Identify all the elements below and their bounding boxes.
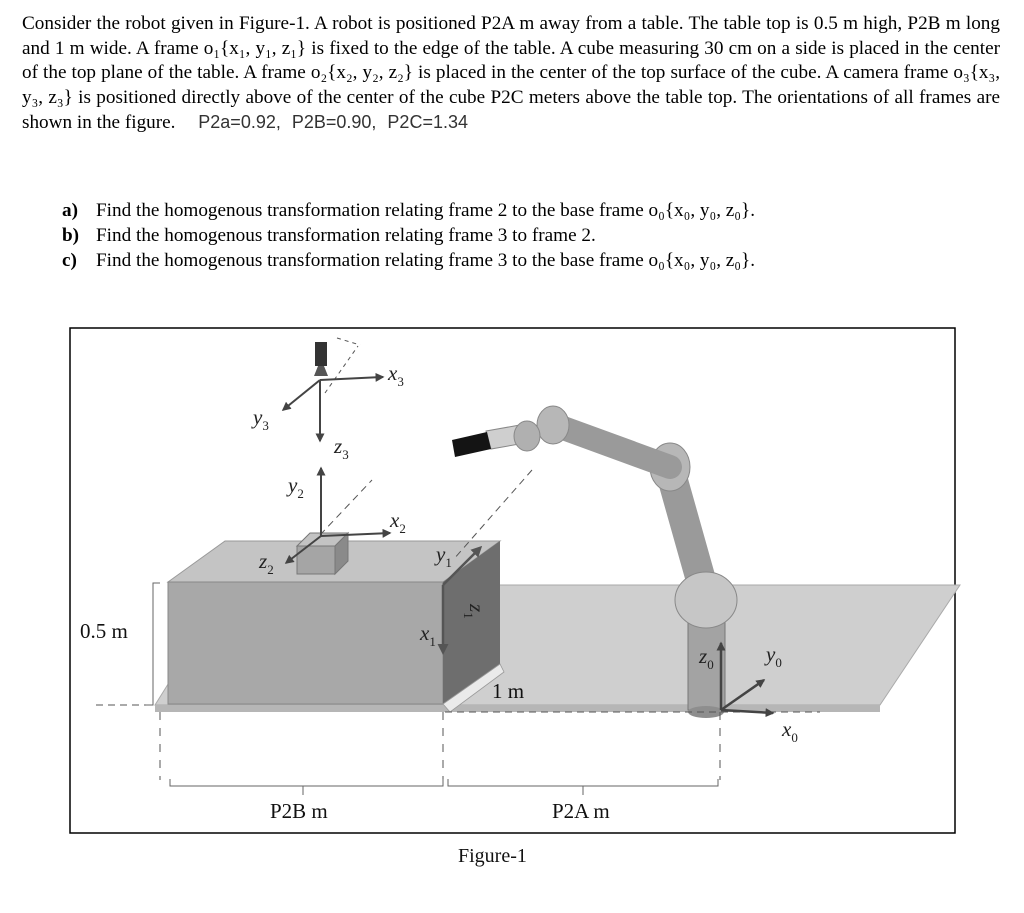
camera-icon xyxy=(314,342,328,376)
parameter-values: P2a=0.92, P2B=0.90, P2C=1.34 xyxy=(198,112,468,133)
frame-0-axes xyxy=(716,641,775,718)
question-text: Find the homogenous transformation relat… xyxy=(96,200,756,221)
problem-paragraph: Consider the robot given in Figure-1. A … xyxy=(22,13,1000,134)
label-x3: x3 xyxy=(387,361,404,389)
label-z2: z2 xyxy=(258,549,274,577)
question-b: b) Find the homogenous transformation rel… xyxy=(62,223,962,248)
question-label: b) xyxy=(62,225,80,246)
height-label: 0.5 m xyxy=(80,619,128,643)
label-x1: x1 xyxy=(419,621,436,649)
label-z3: z3 xyxy=(333,434,349,462)
question-label: a) xyxy=(62,200,78,221)
label-y1: y1 xyxy=(434,542,452,570)
question-c: c) Find the homogenous transformation rel… xyxy=(62,248,962,273)
label-y2: y2 xyxy=(286,473,304,501)
frame-2-axes xyxy=(284,466,392,564)
length-a-label: P2A m xyxy=(552,799,610,823)
frame-3-axes xyxy=(281,372,385,443)
question-a: a) Find the homogenous transformation rel… xyxy=(62,198,962,223)
question-list: a) Find the homogenous transformation rel… xyxy=(62,198,962,273)
width-label: 1 m xyxy=(492,679,524,703)
label-y3: y3 xyxy=(251,405,269,433)
length-b-label: P2B m xyxy=(270,799,328,823)
robot-arm xyxy=(452,405,738,718)
figure-caption: Figure-1 xyxy=(458,845,527,867)
label-x2: x2 xyxy=(389,508,406,536)
question-text: Find the homogenous transformation relat… xyxy=(96,250,756,271)
label-z1: z1 xyxy=(461,603,489,619)
question-text: Find the homogenous transformation relat… xyxy=(96,225,596,246)
problem-statement: Consider the robot given in Figure-1. A … xyxy=(22,12,1000,136)
label-y0: y0 xyxy=(764,642,782,670)
question-label: c) xyxy=(62,250,77,271)
dimension-lines xyxy=(146,582,719,795)
frame-1-axes xyxy=(437,545,483,655)
axis-labels: x3 y3 z3 y2 x2 z2 y1 x1 z1 z0 y0 x0 xyxy=(251,361,798,745)
cube xyxy=(295,531,350,576)
label-z0: z0 xyxy=(698,644,714,672)
dimension-labels: 0.5 m 1 m P2B m P2A m xyxy=(80,619,610,823)
label-x0: x0 xyxy=(781,717,798,745)
